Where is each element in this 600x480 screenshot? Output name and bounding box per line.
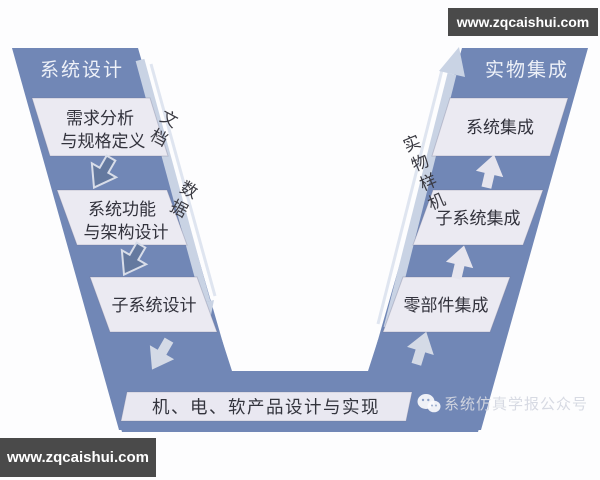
site-banner-top-right: www.zqcaishui.com <box>448 8 598 36</box>
site-banner-bottom-left: www.zqcaishui.com <box>0 438 156 477</box>
box-parts-integration: 零部件集成 <box>382 276 511 333</box>
box-requirements-line1: 需求分析 <box>66 109 134 128</box>
box-system-architecture: 系统功能 与架构设计 <box>56 189 188 246</box>
up-arrow-implementation-to-parts <box>407 331 434 366</box>
box-system-integration: 系统集成 <box>431 97 569 157</box>
site-banner-top-right-text: www.zqcaishui.com <box>456 14 590 30</box>
wechat-watermark: 系统仿真学报公众号 <box>417 393 588 414</box>
box-system-architecture-line1: 系统功能 <box>88 200 156 219</box>
box-parts-integration-label: 零部件集成 <box>404 296 489 315</box>
wechat-watermark-text: 系统仿真学报公众号 <box>444 397 589 413</box>
box-product-implementation: 机、电、软产品设计与实现 <box>120 391 413 422</box>
box-subsystem-integration-label: 子系统集成 <box>436 209 521 228</box>
down-arrow-subsystem-to-implementation <box>149 337 175 370</box>
prototype-flow-arrow <box>376 47 465 330</box>
box-product-implementation-label: 机、电、软产品设计与实现 <box>152 397 380 417</box>
down-arrow-architecture-to-subsystem <box>120 241 149 277</box>
left-band-title: 系统设计 <box>40 59 124 81</box>
wechat-icon <box>417 394 441 413</box>
up-arrow-subsystem-to-system <box>475 154 504 189</box>
down-arrow-requirements-to-architecture <box>90 154 119 190</box>
box-subsystem-design: 子系统设计 <box>89 276 218 333</box>
box-requirements: 需求分析 与规格定义 <box>31 97 169 157</box>
box-system-integration-label: 系统集成 <box>466 118 534 137</box>
box-system-architecture-line2: 与架构设计 <box>84 223 169 242</box>
box-subsystem-integration: 子系统集成 <box>412 189 544 246</box>
site-banner-bottom-left-text: www.zqcaishui.com <box>7 449 149 466</box>
box-subsystem-design-label: 子系统设计 <box>112 296 197 315</box>
up-arrow-parts-to-subsystem <box>445 245 474 280</box>
right-band-title: 实物集成 <box>485 59 569 81</box>
box-requirements-line2: 与规格定义 <box>61 132 146 151</box>
